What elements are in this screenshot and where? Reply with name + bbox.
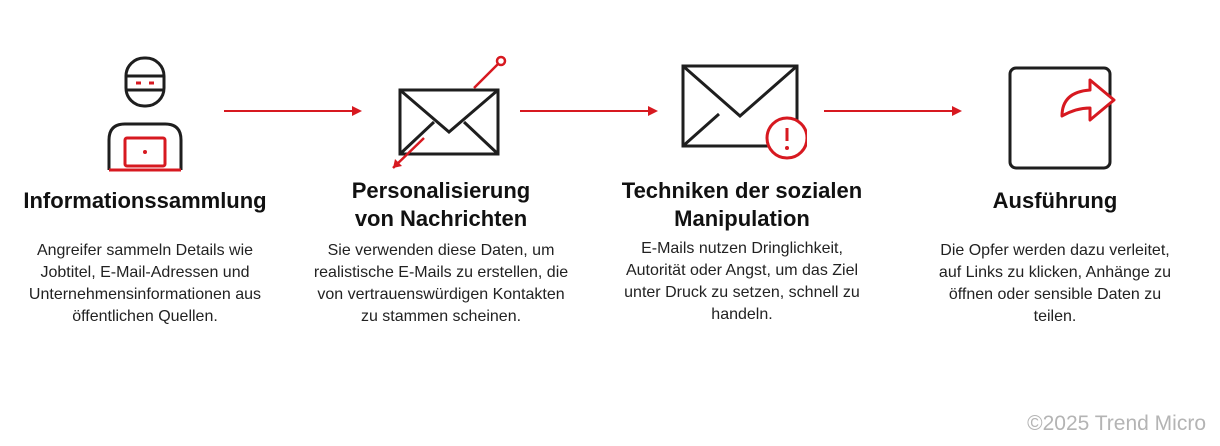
- step-title: Techniken der sozialen Manipulation: [621, 178, 863, 231]
- envelope-alert-icon: [681, 64, 807, 160]
- step-description: E-Mails nutzen Dringlichkeit, Autorität …: [624, 240, 860, 323]
- flow-arrow: [824, 106, 962, 116]
- step-title: Personalisierung von Nachrichten: [351, 178, 531, 231]
- flow-arrow: [224, 106, 362, 116]
- step-description: Angreifer sammeln Details wie Jobtitel, …: [28, 242, 262, 325]
- share-arrow-icon: [1008, 66, 1116, 170]
- hacker-laptop-icon: [107, 56, 183, 172]
- step-title: Informationssammlung: [23, 188, 267, 213]
- step-description: Die Opfer werden dazu verleitet, auf Lin…: [938, 242, 1172, 325]
- flow-arrow: [520, 106, 658, 116]
- copyright-text: ©2025 Trend Micro: [1027, 412, 1206, 435]
- step-title: Ausführung: [992, 188, 1118, 213]
- step-description: Sie verwenden diese Daten, um realistisc…: [313, 242, 569, 325]
- targeted-envelope-icon: [392, 55, 507, 169]
